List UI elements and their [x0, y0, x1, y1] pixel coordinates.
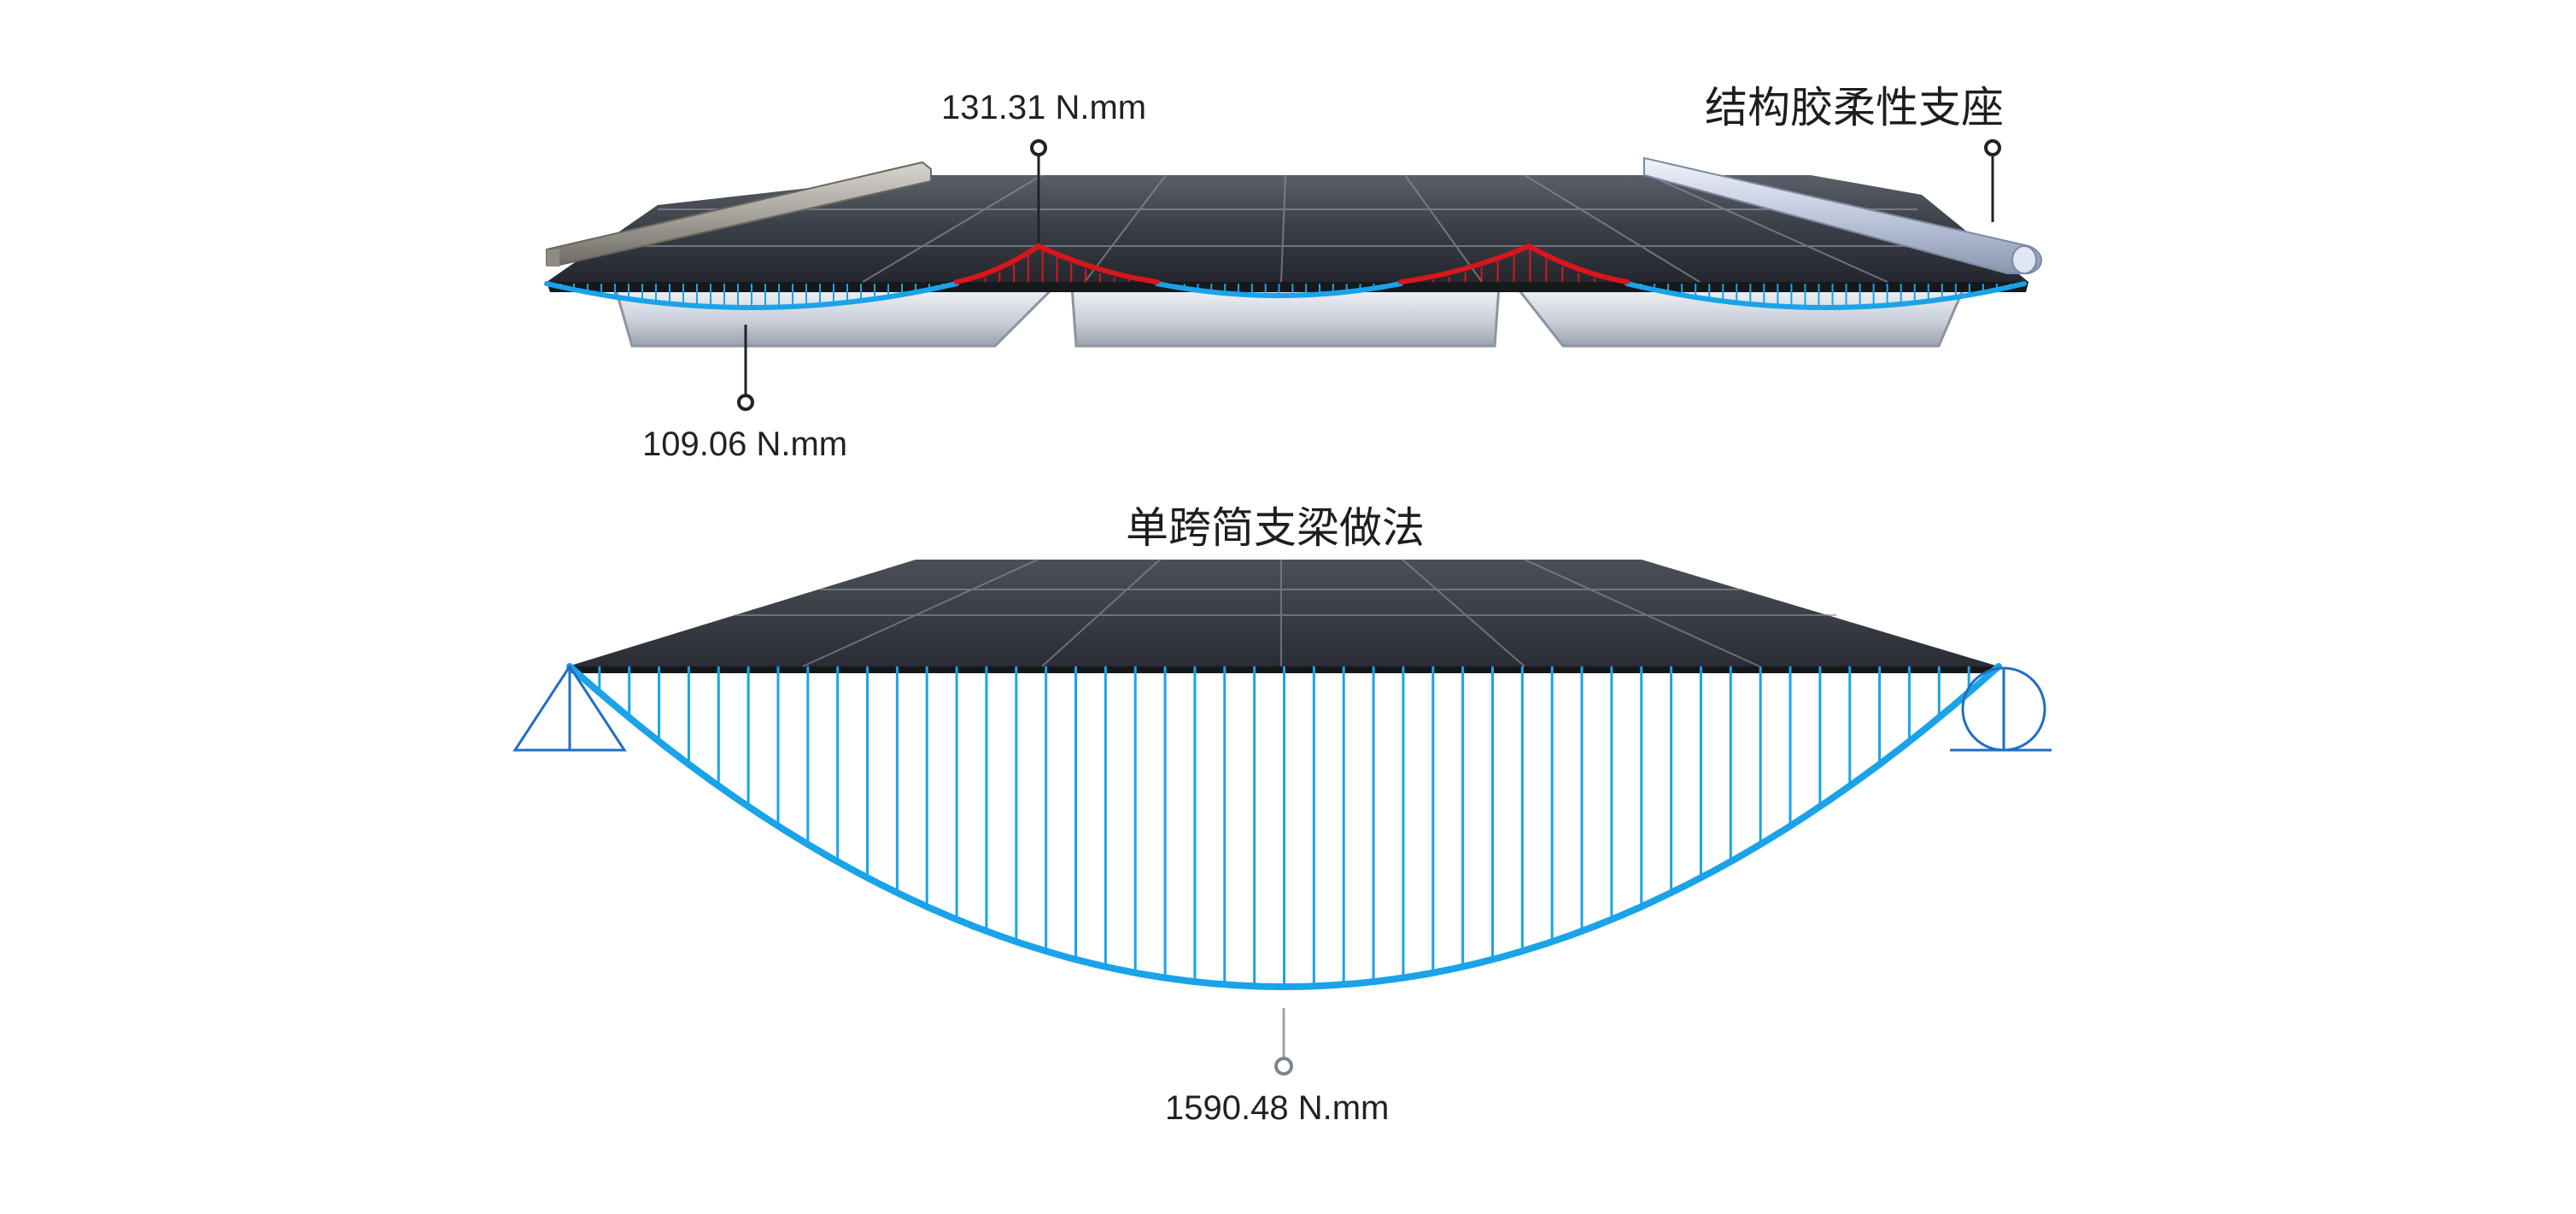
solar-panel-bottom: [568, 559, 1999, 673]
bottom-max-moment-label: 1590.48 N.mm: [1165, 1089, 1390, 1127]
callout-marker-icon: [1030, 139, 1047, 156]
top-negative-moment-curve: [954, 243, 1630, 284]
bottom-assembly: [512, 559, 2052, 1076]
top-span-moment-label: 109.06 N.mm: [642, 425, 848, 463]
support-trays: [613, 284, 1967, 348]
roller-support-icon: [1950, 666, 2052, 752]
top-negative-moment-hatch: [969, 247, 1613, 282]
bottom-title: 单跨简支梁做法: [1126, 503, 1425, 553]
right-rail: [1643, 156, 2042, 274]
callout-max-moment: [1274, 1008, 1293, 1076]
callout-marker-icon: [1984, 139, 2001, 156]
callout-span: [737, 325, 754, 411]
pin-support-icon: [512, 664, 627, 752]
bottom-moment-hatch: [598, 666, 1970, 987]
callout-peak: [1030, 139, 1047, 243]
top-peak-moment-label: 131.31 N.mm: [941, 89, 1147, 126]
left-rail: [546, 161, 932, 267]
solar-panel-top: [547, 174, 2029, 292]
top-title: 结构胶柔性支座: [1705, 83, 2004, 132]
top-positive-moment-curve: [544, 281, 2027, 311]
callout-marker-icon: [737, 394, 754, 411]
callout-adhesive: [1984, 139, 2001, 222]
bottom-moment-curve: [566, 663, 2002, 991]
callout-marker-icon: [1274, 1057, 1293, 1076]
top-assembly: [544, 139, 2042, 411]
